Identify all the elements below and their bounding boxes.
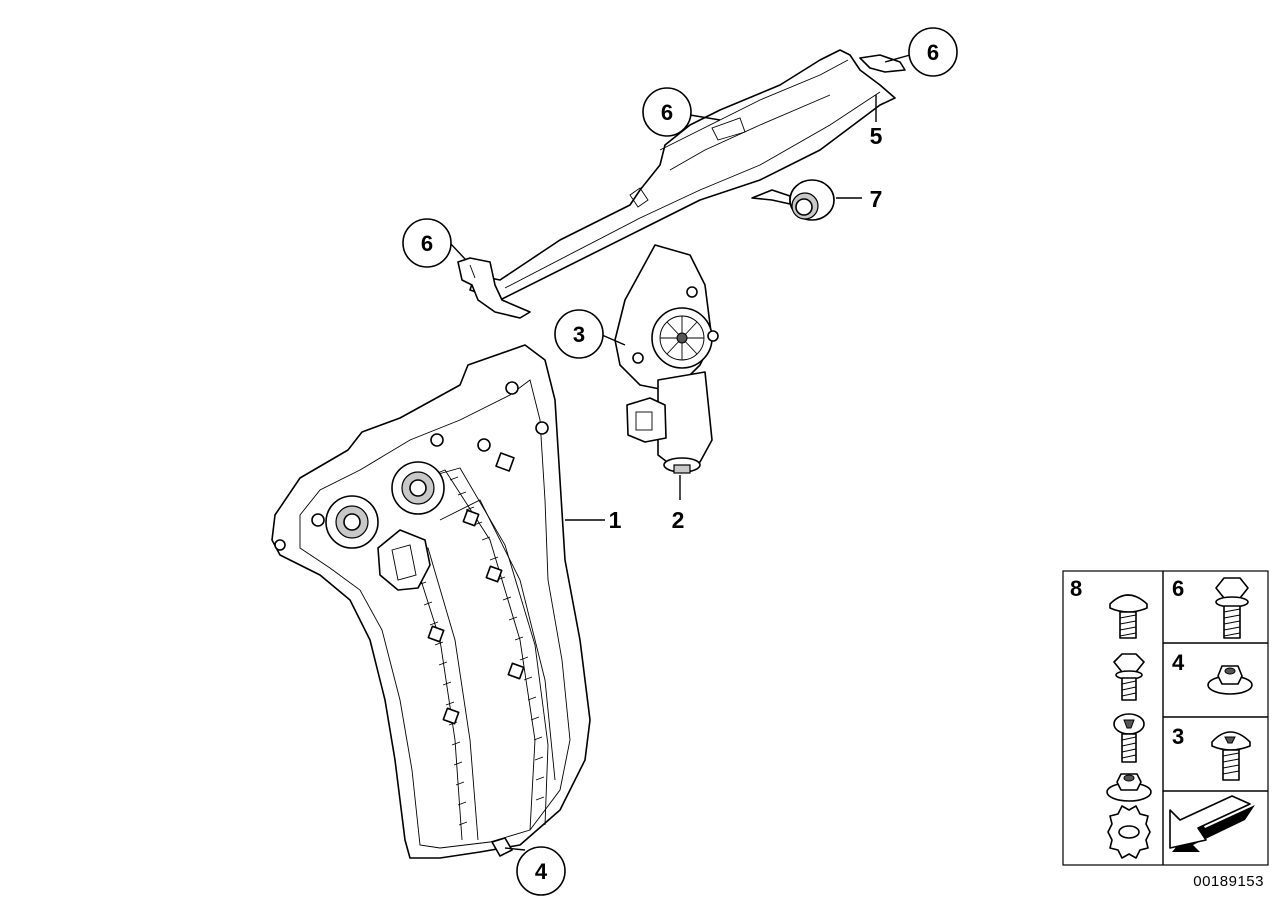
label-part-1: 1 <box>609 507 622 533</box>
torx-screw-icon <box>1211 731 1251 781</box>
label-part-5: 5 <box>870 123 883 149</box>
callout-6-left: 6 <box>402 218 467 268</box>
socket-screw-icon <box>1113 713 1145 763</box>
diagram-number: 00189153 <box>1193 873 1264 890</box>
legend-label-3: 3 <box>1172 724 1184 749</box>
svg-text:3: 3 <box>573 322 585 347</box>
screw-icon <box>1109 594 1148 639</box>
callout-6-top-mid: 6 <box>642 87 721 137</box>
flange-nut-icon <box>1106 773 1152 802</box>
bushing-part-7 <box>751 179 862 221</box>
hex-bolt-icon <box>1215 577 1249 639</box>
svg-text:6: 6 <box>661 100 673 125</box>
fastener-legend: 8 6 4 3 <box>1062 570 1269 866</box>
window-motor-part-2 <box>614 244 719 500</box>
label-part-7: 7 <box>870 186 883 212</box>
svg-text:6: 6 <box>421 231 433 256</box>
callout-4-bottom: 4 <box>504 846 566 896</box>
nut-icon <box>1207 665 1253 695</box>
legend-label-4: 4 <box>1172 650 1185 675</box>
label-part-2: 2 <box>672 507 685 533</box>
legend-label-8: 8 <box>1070 576 1082 601</box>
lock-washer-icon <box>1107 805 1151 859</box>
window-regulator-part-1 <box>271 344 605 859</box>
callout-6-top-right: 6 <box>884 27 958 77</box>
hex-screw-icon <box>1113 653 1145 701</box>
upper-rail-part-5 <box>457 49 906 319</box>
direction-arrow-icon <box>1169 795 1255 852</box>
legend-label-6: 6 <box>1172 576 1184 601</box>
callout-3-motor: 3 <box>554 309 626 359</box>
svg-text:6: 6 <box>927 40 939 65</box>
svg-text:4: 4 <box>535 859 548 884</box>
